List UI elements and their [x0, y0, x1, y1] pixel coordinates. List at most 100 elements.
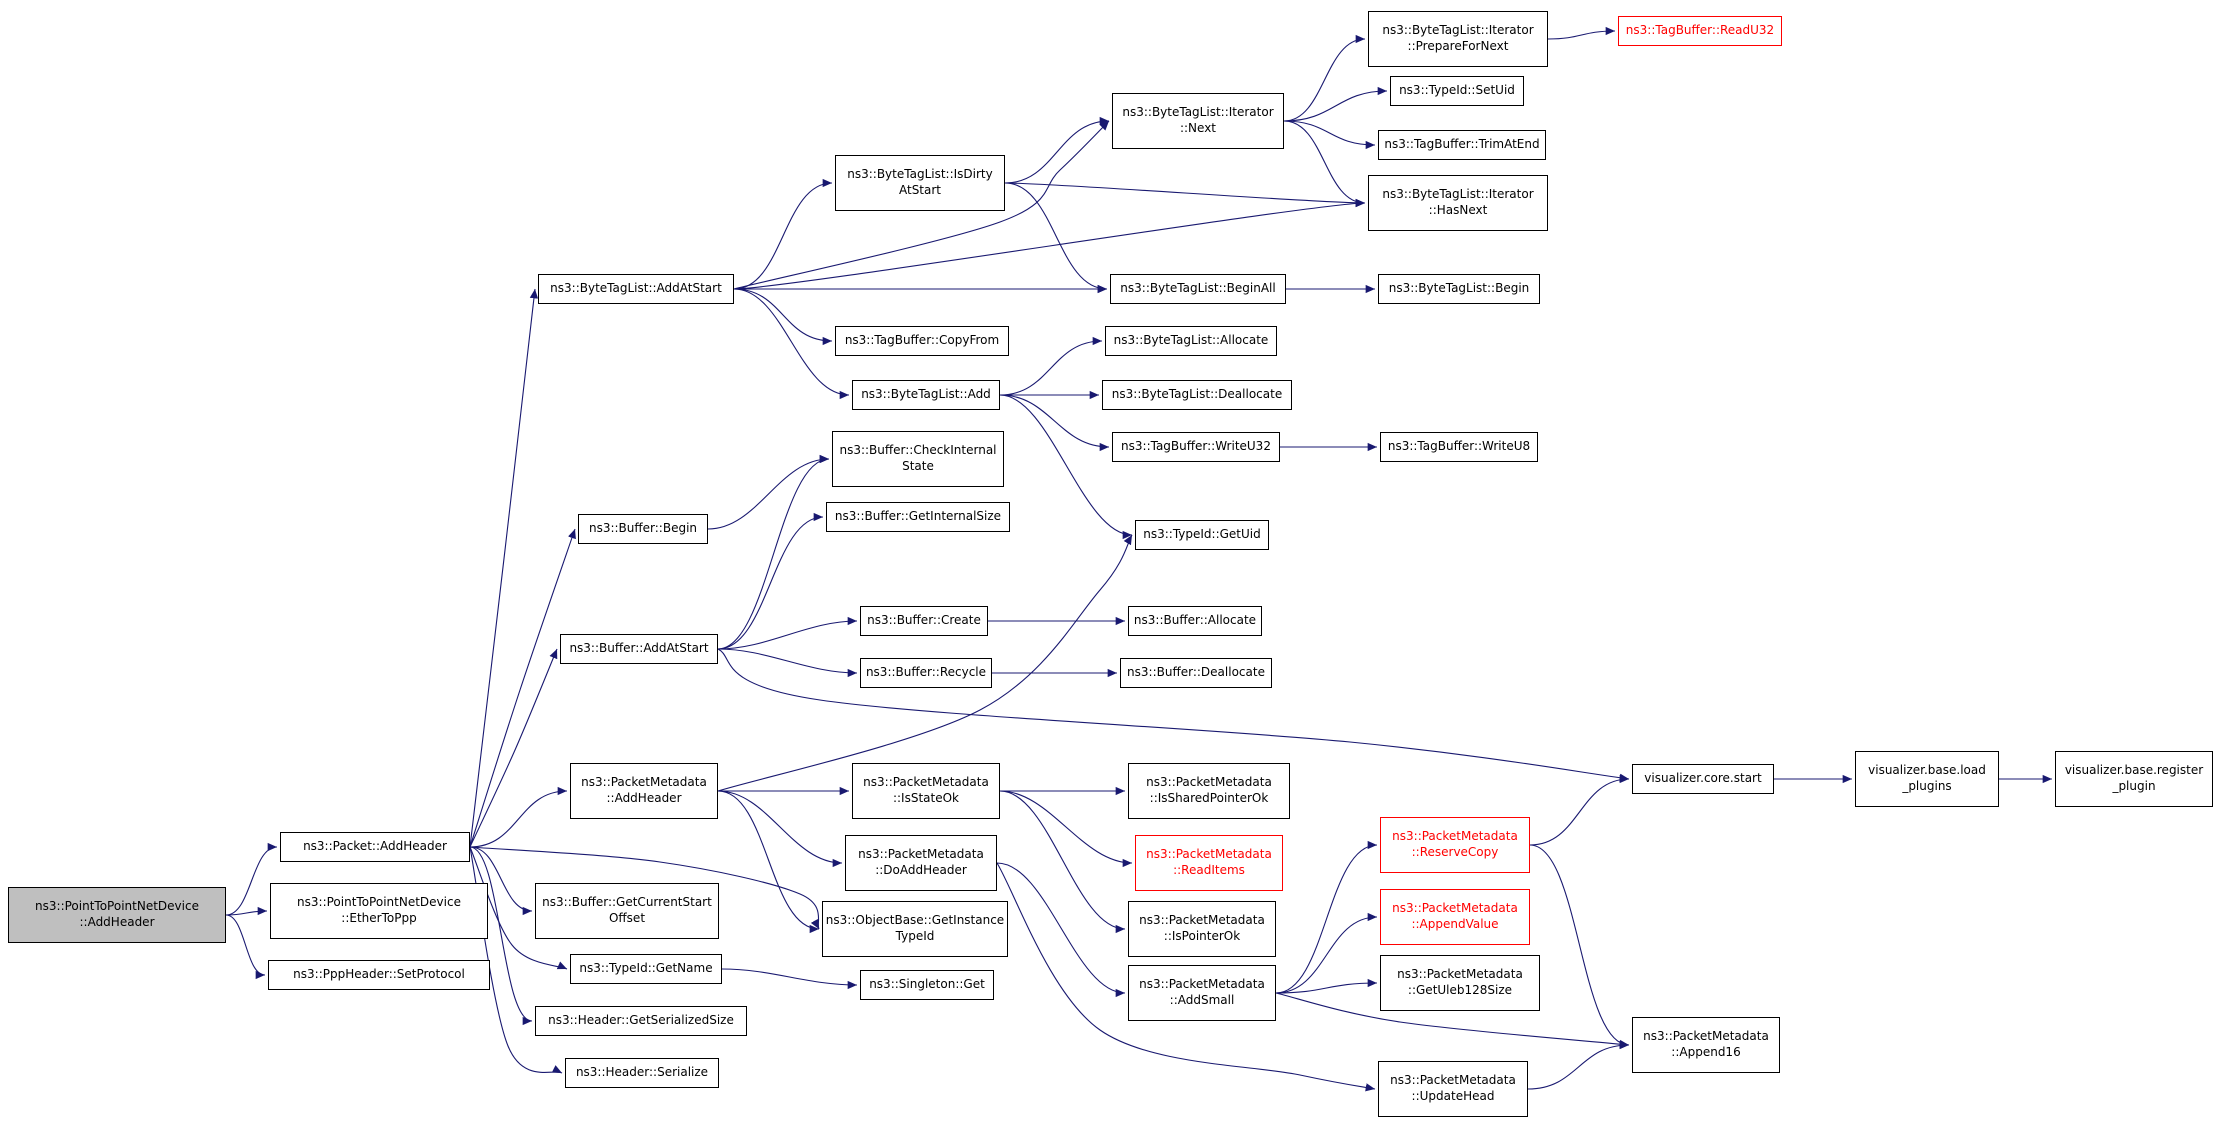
graph-node-label: ns3::PacketMetadata — [1390, 1073, 1516, 1088]
graph-node-btl_iter_prepare[interactable]: ns3::ByteTagList::Iterator::PrepareForNe… — [1368, 11, 1548, 67]
graph-node-label: ns3::PacketMetadata — [1392, 901, 1518, 916]
graph-node-label: ::IsPointerOk — [1163, 929, 1241, 943]
graph-node-buf_create[interactable]: ns3::Buffer::Create — [860, 606, 988, 636]
graph-node-buf_add_at_start[interactable]: ns3::Buffer::AddAtStart — [560, 634, 718, 664]
graph-node-label: ns3::TagBuffer::WriteU32 — [1121, 439, 1271, 454]
graph-node-label: ns3::ByteTagList::Begin — [1388, 281, 1530, 296]
graph-node-viz_start[interactable]: visualizer.core.start — [1632, 764, 1774, 794]
graph-node-label: ns3::Buffer::GetInternalSize — [834, 509, 1002, 524]
graph-node-btl_allocate[interactable]: ns3::ByteTagList::Allocate — [1105, 326, 1277, 356]
graph-node-tb_trim_at_end[interactable]: ns3::TagBuffer::TrimAtEnd — [1378, 130, 1546, 160]
graph-node-label: ::DoAddHeader — [875, 863, 967, 877]
edge-btl_is_dirty-btl_iter_hasnext — [1004, 182, 1366, 208]
graph-node-buf_get_internal_size[interactable]: ns3::Buffer::GetInternalSize — [826, 502, 1010, 532]
graph-node-hdr_get_serialized_size[interactable]: ns3::Header::GetSerializedSize — [535, 1006, 747, 1036]
graph-node-label: ns3::ByteTagList::Allocate — [1113, 333, 1269, 348]
graph-node-tb_readu32[interactable]: ns3::TagBuffer::ReadU32 — [1618, 16, 1782, 46]
graph-node-tb_copyfrom[interactable]: ns3::TagBuffer::CopyFrom — [835, 326, 1009, 356]
graph-node-pm_get_uleb[interactable]: ns3::PacketMetadata::GetUleb128Size — [1380, 955, 1540, 1011]
graph-node-label: ns3::PacketMetadata — [1392, 829, 1518, 844]
graph-node-singleton_get[interactable]: ns3::Singleton::Get — [860, 970, 994, 1000]
graph-node-label: ns3::ByteTagList::Add — [861, 387, 991, 402]
graph-node-label: Offset — [608, 911, 646, 925]
graph-node-label: State — [902, 459, 934, 473]
graph-node-pm_do_addheader[interactable]: ns3::PacketMetadata::DoAddHeader — [845, 835, 997, 891]
graph-node-label: ns3::TypeId::GetUid — [1143, 527, 1261, 542]
graph-node-buf_deallocate[interactable]: ns3::Buffer::Deallocate — [1120, 658, 1272, 688]
edge-pm_reserve_copy-pm_append16 — [1529, 844, 1630, 1050]
graph-node-label: ns3::ByteTagList::IsDirty — [847, 167, 993, 182]
edge-pm_add_small-pm_get_uleb — [1275, 978, 1378, 994]
graph-node-label: ::GetUleb128Size — [1407, 983, 1513, 997]
graph-node-btl_deallocate[interactable]: ns3::ByteTagList::Deallocate — [1102, 380, 1292, 410]
edge-pm_do_addheader-pm_add_small — [996, 862, 1126, 998]
graph-node-label: ns3::Header::GetSerializedSize — [548, 1013, 734, 1028]
graph-node-viz_register_plugin[interactable]: visualizer.base.register_plugin — [2055, 751, 2213, 807]
graph-node-btl_iter_hasnext[interactable]: ns3::ByteTagList::Iterator::HasNext — [1368, 175, 1548, 231]
graph-node-label: ::AddSmall — [1169, 993, 1235, 1007]
graph-node-label: ns3::Buffer::Deallocate — [1127, 665, 1265, 680]
graph-node-label: ns3::ByteTagList::Iterator — [1382, 23, 1534, 38]
edge-pkt_addheader-ob_get_instance_typeid — [469, 846, 820, 930]
graph-node-pm_update_head[interactable]: ns3::PacketMetadata::UpdateHead — [1378, 1061, 1528, 1117]
graph-node-pm_append_value[interactable]: ns3::PacketMetadata::AppendValue — [1380, 889, 1530, 945]
graph-node-label: ::Append16 — [1671, 1045, 1741, 1059]
edge-p2p_addheader-set_protocol — [225, 914, 266, 980]
graph-node-buf_begin[interactable]: ns3::Buffer::Begin — [578, 514, 708, 544]
graph-node-label: AtStart — [898, 183, 942, 197]
graph-node-pm_reserve_copy[interactable]: ns3::PacketMetadata::ReserveCopy — [1380, 817, 1530, 873]
graph-node-btl_begin[interactable]: ns3::ByteTagList::Begin — [1378, 274, 1540, 304]
graph-node-label: ::UpdateHead — [1411, 1089, 1495, 1103]
edge-pkt_addheader-buf_begin — [469, 528, 576, 848]
graph-node-hdr_serialize[interactable]: ns3::Header::Serialize — [565, 1058, 719, 1088]
graph-node-label: ns3::PacketMetadata — [1397, 967, 1523, 982]
graph-node-tid_getuid[interactable]: ns3::TypeId::GetUid — [1135, 520, 1269, 550]
graph-node-btl_iter_next[interactable]: ns3::ByteTagList::Iterator::Next — [1112, 93, 1284, 149]
edge-btl_iter_next-btl_iter_hasnext — [1283, 120, 1366, 208]
edge-btl_add-tid_getuid — [999, 394, 1133, 540]
edge-buf_begin-buf_check_internal — [707, 454, 830, 530]
graph-node-pm_add_small[interactable]: ns3::PacketMetadata::AddSmall — [1128, 965, 1276, 1021]
graph-node-pm_addheader[interactable]: ns3::PacketMetadata::AddHeader — [570, 763, 718, 819]
edge-pkt_addheader-btl_add_at_start — [469, 288, 539, 848]
graph-node-btl_add[interactable]: ns3::ByteTagList::Add — [852, 380, 1000, 410]
graph-node-viz_load_plugins[interactable]: visualizer.base.load_plugins — [1855, 751, 1999, 807]
graph-node-buf_allocate[interactable]: ns3::Buffer::Allocate — [1128, 606, 1262, 636]
graph-node-pm_read_items[interactable]: ns3::PacketMetadata::ReadItems — [1135, 835, 1283, 891]
graph-node-tb_writeu32[interactable]: ns3::TagBuffer::WriteU32 — [1112, 432, 1280, 462]
graph-node-btl_add_at_start[interactable]: ns3::ByteTagList::AddAtStart — [538, 274, 734, 304]
graph-node-label: ns3::ByteTagList::BeginAll — [1120, 281, 1276, 296]
graph-node-label: ::HasNext — [1428, 203, 1488, 217]
edge-pkt_addheader-hdr_get_serialized_size — [469, 846, 533, 1026]
graph-node-pm_is_shared_ptr_ok[interactable]: ns3::PacketMetadata::IsSharedPointerOk — [1128, 763, 1290, 819]
graph-node-pm_is_state_ok[interactable]: ns3::PacketMetadata::IsStateOk — [852, 763, 1000, 819]
graph-node-tid_getname[interactable]: ns3::TypeId::GetName — [570, 954, 722, 984]
graph-node-label: TypeId — [895, 929, 935, 943]
graph-node-label: ns3::PacketMetadata — [1139, 977, 1265, 992]
graph-node-buf_recycle[interactable]: ns3::Buffer::Recycle — [860, 658, 992, 688]
graph-node-label: ns3::ByteTagList::Iterator — [1382, 187, 1534, 202]
graph-node-label: ns3::Buffer::Allocate — [1133, 613, 1257, 628]
graph-node-tid_setuid[interactable]: ns3::TypeId::SetUid — [1390, 76, 1524, 106]
graph-node-label: ns3::Packet::AddHeader — [303, 839, 447, 854]
graph-node-ether_to_ppp[interactable]: ns3::PointToPointNetDevice::EtherToPpp — [270, 883, 488, 939]
graph-node-label: ns3::TypeId::SetUid — [1399, 83, 1515, 98]
graph-node-pm_is_pointer_ok[interactable]: ns3::PacketMetadata::IsPointerOk — [1128, 901, 1276, 957]
graph-node-set_protocol[interactable]: ns3::PppHeader::SetProtocol — [268, 960, 490, 990]
graph-node-pkt_addheader[interactable]: ns3::Packet::AddHeader — [280, 832, 470, 862]
edge-pm_addheader-ob_get_instance_typeid — [717, 790, 820, 934]
graph-node-label: visualizer.base.load — [1868, 763, 1986, 778]
graph-node-btl_begin_all[interactable]: ns3::ByteTagList::BeginAll — [1110, 274, 1286, 304]
edge-btl_add_at_start-btl_iter_hasnext — [733, 198, 1366, 290]
graph-node-tb_writeu8[interactable]: ns3::TagBuffer::WriteU8 — [1380, 432, 1538, 462]
edge-pm_addheader-pm_do_addheader — [717, 790, 843, 868]
graph-node-label: ns3::Header::Serialize — [575, 1065, 709, 1080]
graph-node-label: ::EtherToPpp — [341, 911, 417, 925]
graph-node-label: ns3::PacketMetadata — [1146, 847, 1272, 862]
graph-node-pm_append16[interactable]: ns3::PacketMetadata::Append16 — [1632, 1017, 1780, 1073]
